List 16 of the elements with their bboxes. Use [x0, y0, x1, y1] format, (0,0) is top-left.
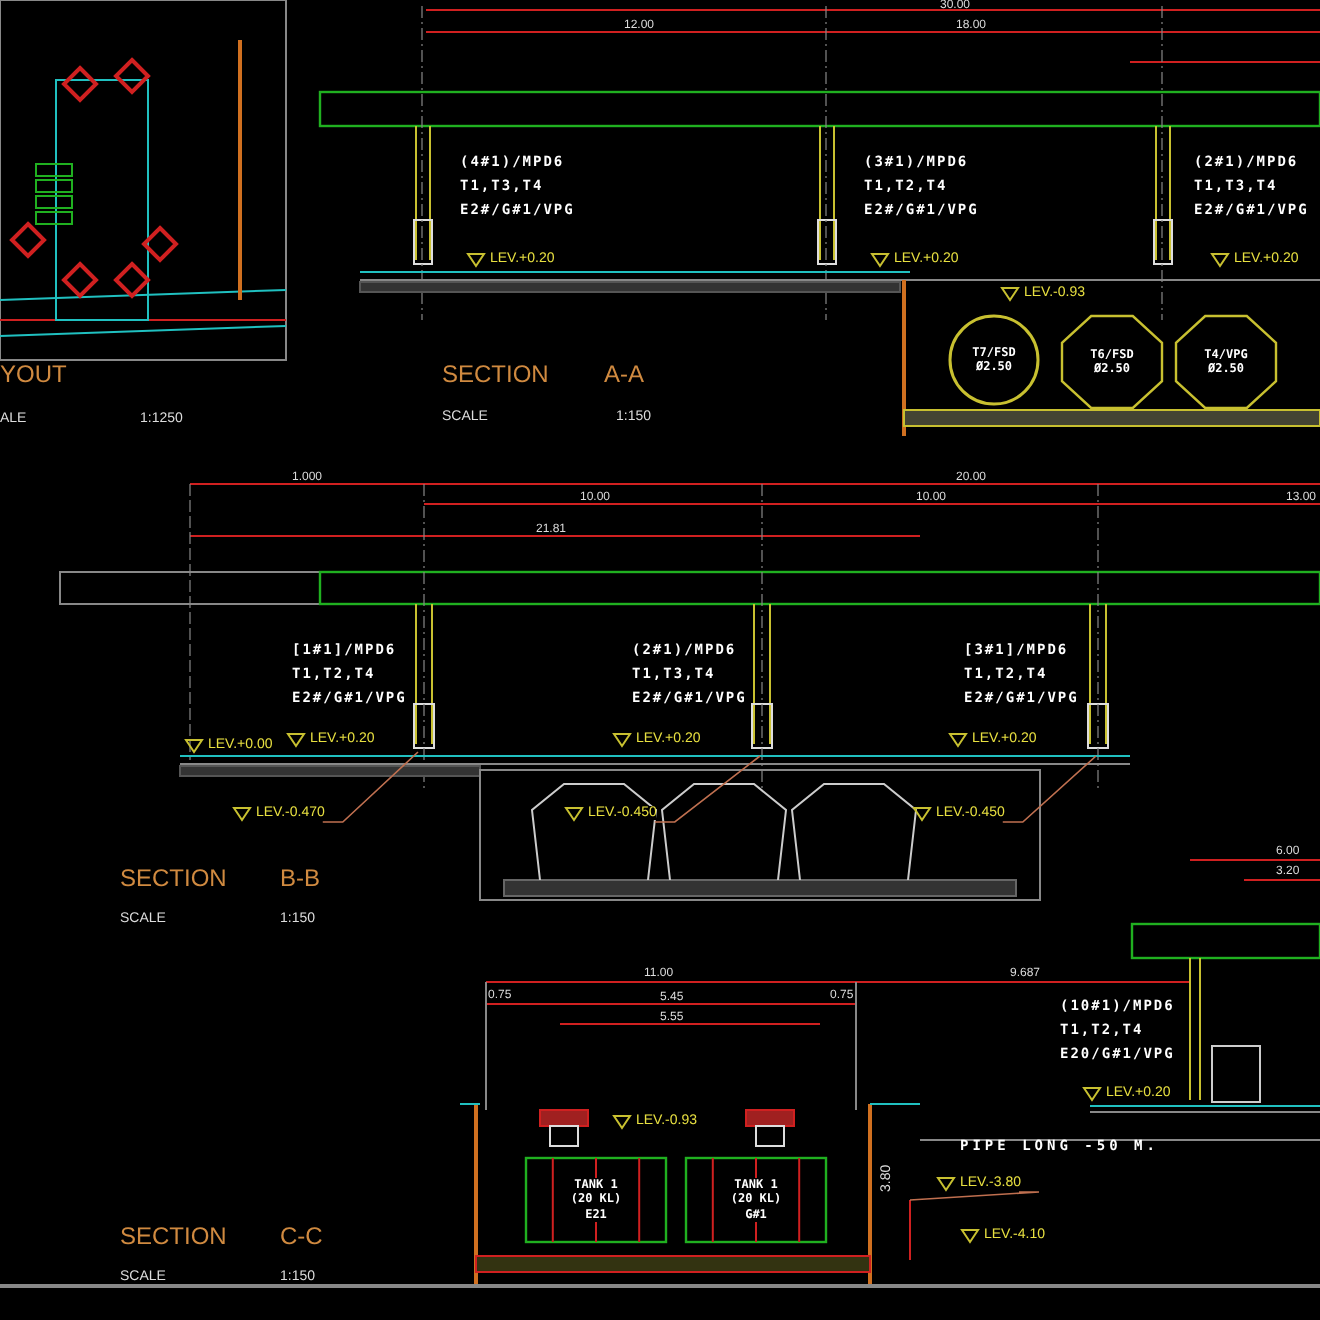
tank-circle — [948, 314, 1040, 406]
leader-line — [1002, 755, 1097, 823]
section-title: YOUT — [0, 360, 67, 388]
leader-line — [654, 755, 761, 823]
tank-cylinder — [684, 1156, 828, 1244]
tank-octagon — [1060, 314, 1164, 410]
section-title: SECTION — [120, 864, 227, 892]
leader-line — [321, 751, 419, 823]
section-title: C-C — [280, 1222, 323, 1250]
section-title: B-B — [280, 864, 321, 892]
leader-line — [909, 1191, 1040, 1201]
section-title: SECTION — [120, 1222, 227, 1250]
tank-octagon — [1174, 314, 1278, 410]
section-title: SECTION — [442, 360, 549, 388]
tank-cylinder — [524, 1156, 668, 1244]
section-title: A-A — [604, 360, 645, 388]
